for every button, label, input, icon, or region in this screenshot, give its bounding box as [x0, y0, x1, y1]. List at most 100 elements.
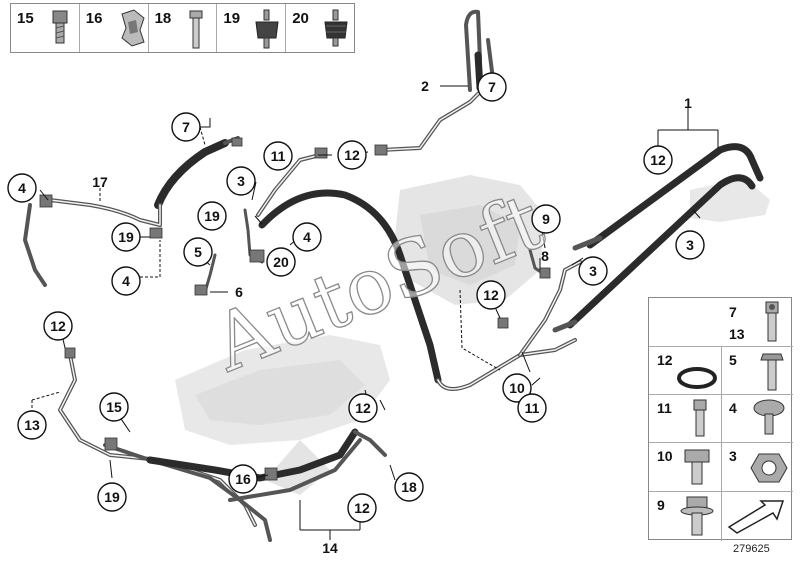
callout-18: 18 — [394, 472, 424, 502]
part-number: 7 — [729, 304, 737, 320]
callout-3: 3 — [675, 230, 705, 260]
callout-label: 4 — [18, 180, 26, 196]
callout-label: 7 — [488, 79, 496, 95]
callout-circle — [266, 247, 296, 277]
callout-label: 3 — [237, 173, 245, 189]
callout-3: 3 — [578, 256, 608, 286]
callout-label: 6 — [235, 284, 243, 300]
clip-icon — [121, 9, 145, 47]
socket-bolt-icon — [693, 399, 707, 437]
callout-4: 4 — [7, 173, 37, 203]
callout-label: 9 — [542, 211, 550, 227]
callout-2: 2 — [421, 78, 429, 94]
callouts: 1233344456778910111112121212121213141516… — [7, 72, 705, 556]
panel-row: 10 3 — [649, 442, 793, 490]
legend-cell-15: 15 — [11, 4, 80, 52]
callout-10: 10 — [502, 373, 532, 403]
legend-number: 20 — [292, 10, 309, 27]
callout-circle — [292, 222, 322, 252]
legend-strip: 15 16 18 19 20 — [10, 3, 355, 53]
legend-cell-16: 16 — [80, 4, 149, 52]
callout-19: 19 — [197, 201, 227, 231]
callout-19: 19 — [97, 482, 127, 512]
callout-label: 14 — [322, 540, 338, 556]
callout-circle — [675, 230, 705, 260]
callout-4: 4 — [111, 266, 141, 296]
part-number: 4 — [729, 400, 737, 416]
part-number: 12 — [657, 352, 673, 368]
callout-11: 11 — [517, 393, 547, 423]
callout-circle — [263, 141, 293, 171]
bolt-icon — [52, 10, 68, 44]
clip-nut-icon — [753, 399, 785, 435]
callout-circle — [99, 392, 129, 422]
panel-row: 7 13 — [649, 298, 793, 346]
panel-row: 11 4 — [649, 394, 793, 442]
divider — [649, 346, 793, 347]
callout-14: 14 — [322, 540, 338, 556]
callout-circle — [171, 112, 201, 142]
callout-12: 12 — [337, 140, 367, 170]
callout-circle — [7, 173, 37, 203]
callout-5: 5 — [183, 237, 213, 267]
fittings — [39, 137, 551, 481]
pump-ghost — [395, 175, 545, 305]
callout-label: 11 — [525, 400, 540, 416]
callout-circle — [347, 493, 377, 523]
callout-label: 3 — [589, 263, 597, 279]
part-number: 3 — [729, 448, 737, 464]
callout-9: 9 — [531, 204, 561, 234]
hose-lines — [23, 9, 764, 542]
panel-cell-9: 9 — [649, 491, 721, 539]
panel-cell-12: 12 — [649, 346, 721, 394]
callout-label: 12 — [354, 500, 370, 516]
pin-icon — [189, 10, 203, 49]
part-number: 11 — [657, 400, 672, 416]
document-number: 279625 — [733, 543, 770, 555]
callout-16: 16 — [228, 464, 258, 494]
callout-circle — [643, 145, 673, 175]
hex-bolt-icon — [760, 353, 784, 391]
callout-circle — [183, 237, 213, 267]
callout-label: 12 — [355, 400, 371, 416]
legend-number: 16 — [85, 10, 103, 27]
callout-label: 19 — [204, 208, 220, 224]
callout-15: 15 — [99, 392, 129, 422]
legend-number: 18 — [154, 10, 172, 27]
panel-cell-5: 5 — [721, 346, 793, 394]
callout-label: 1 — [684, 95, 692, 111]
o-ring-icon — [677, 367, 717, 389]
legend-cell-20: 20 — [286, 4, 354, 52]
callout-label: 15 — [106, 399, 122, 415]
callout-20: 20 — [266, 247, 296, 277]
callout-label: 5 — [194, 244, 202, 260]
flange-bolt-icon — [680, 496, 714, 536]
callout-circle — [111, 222, 141, 252]
callout-circle — [517, 393, 547, 423]
callout-label: 12 — [650, 152, 666, 168]
hex-bolt-icon — [684, 449, 710, 485]
callout-circle — [394, 472, 424, 502]
callout-circle — [111, 266, 141, 296]
hex-nut-icon — [750, 453, 788, 483]
callout-label: 2 — [421, 78, 429, 94]
callout-label: 4 — [303, 229, 311, 245]
callout-12: 12 — [43, 311, 73, 341]
callout-circle — [97, 482, 127, 512]
callout-6: 6 — [235, 284, 243, 300]
callout-label: 13 — [24, 417, 40, 433]
callout-8: 8 — [541, 248, 549, 264]
panel-cell-arrow — [721, 491, 793, 539]
callout-label: 3 — [686, 237, 694, 253]
callout-label: 20 — [273, 254, 289, 270]
callout-12: 12 — [347, 493, 377, 523]
callout-label: 19 — [118, 229, 134, 245]
callout-4: 4 — [292, 222, 322, 252]
panel-cell-4: 4 — [721, 394, 793, 442]
callout-12: 12 — [643, 145, 673, 175]
part-number: 5 — [729, 352, 737, 368]
part-number: 9 — [657, 497, 665, 513]
reservoir-ghost — [690, 178, 770, 222]
callout-label: 17 — [92, 174, 108, 190]
callout-17: 17 — [92, 174, 108, 190]
